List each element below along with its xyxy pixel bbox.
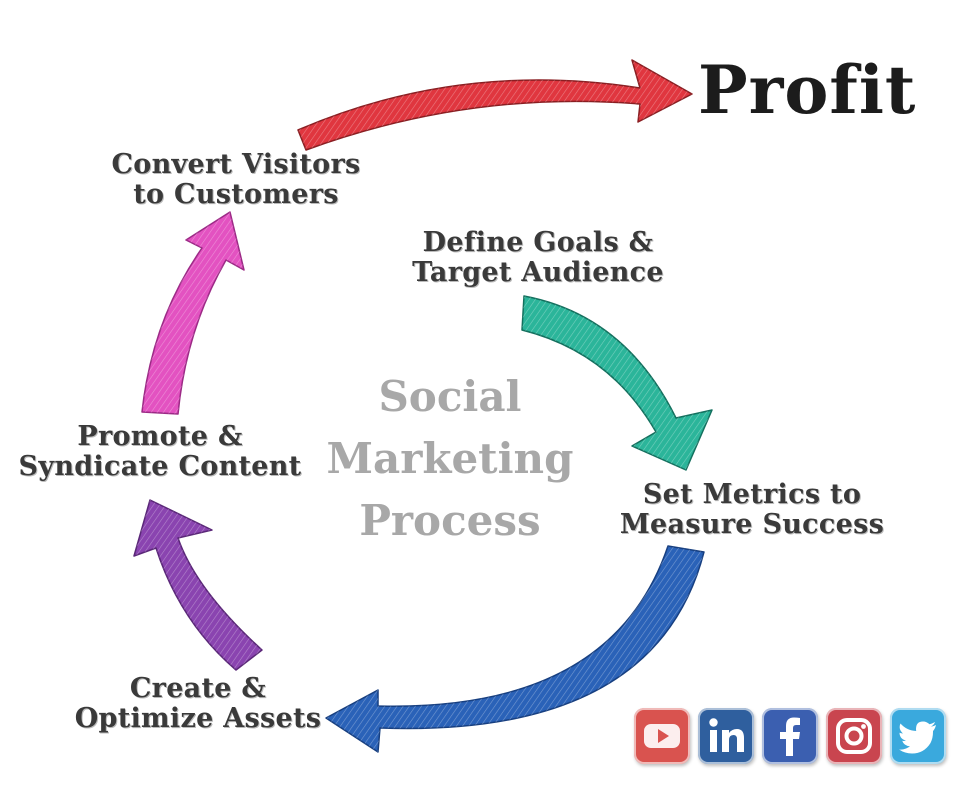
step-label-line: Convert Visitors [111,149,361,180]
arrow-assets-to-promote [133,499,263,671]
youtube-icon [634,708,690,764]
center-title: Social Marketing Process [300,366,600,552]
profit-label: Profit [698,51,917,129]
step-label-line: Set Metrics to [642,479,862,510]
step-label-line: Promote & [77,421,243,452]
arrow-promote-to-convert [141,211,245,415]
step-label-line: to Customers [133,179,339,210]
center-title-line: Marketing [326,434,574,483]
step-label-line: Syndicate Content [18,451,302,482]
step-label-line: Target Audience [412,257,664,288]
center-title-line: Process [359,496,541,545]
step-label-line: Create & [129,673,267,704]
arrow-goals-to-metrics [521,295,713,471]
step-label-line: Define Goals & [422,227,654,258]
step-create-assets: Create & Optimize Assets [70,674,326,734]
center-title-line: Social [378,372,522,421]
step-set-metrics: Set Metrics to Measure Success [618,480,886,540]
arrow-to-profit [297,59,693,151]
step-label-line: Measure Success [619,509,885,540]
instagram-icon [826,708,882,764]
step-label-line: Optimize Assets [74,703,322,734]
arrow-metrics-to-assets [325,545,705,753]
linkedin-icon [698,708,754,764]
facebook-icon [762,708,818,764]
step-define-goals: Define Goals & Target Audience [408,228,668,288]
step-convert-visitors: Convert Visitors to Customers [108,150,364,210]
twitter-icon [890,708,946,764]
step-promote-content: Promote & Syndicate Content [14,422,306,482]
